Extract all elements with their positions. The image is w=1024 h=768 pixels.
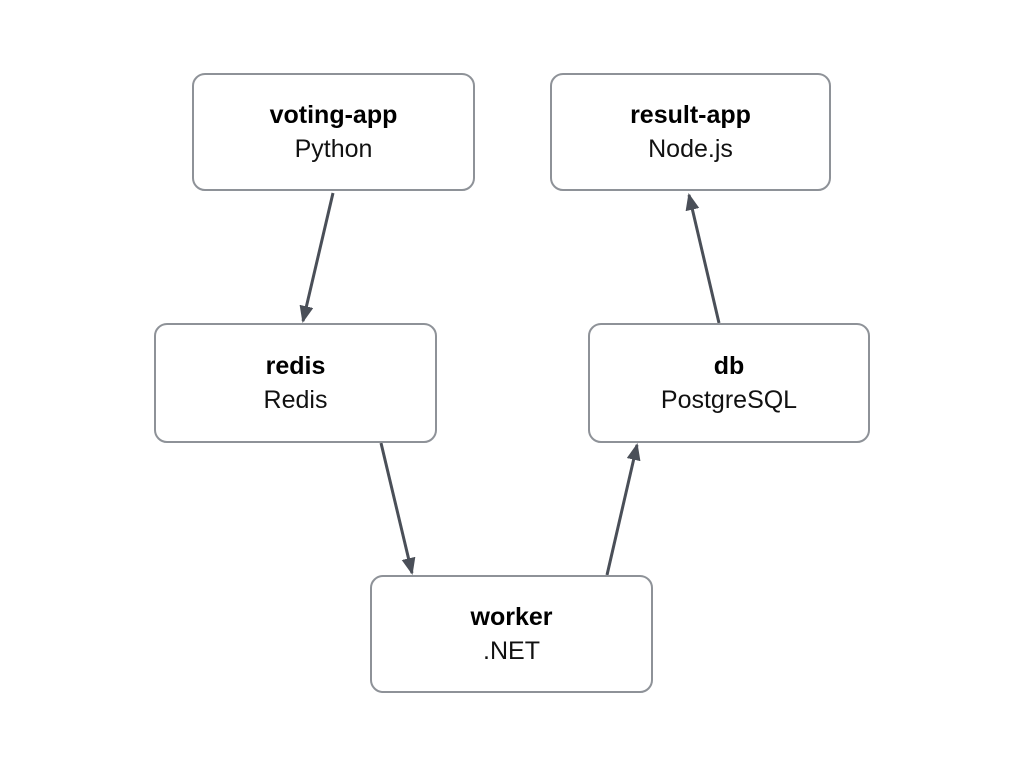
edge-voting-app-to-redis-arrow [299,192,335,323]
node-voting-app: voting-app Python [192,73,475,191]
node-db-subtitle: PostgreSQL [660,386,798,414]
node-result-app-title: result-app [630,101,751,129]
node-worker-title: worker [470,603,553,631]
edge-redis-to-worker-arrow [379,442,416,575]
node-worker-subtitle: .NET [483,637,540,665]
node-redis-title: redis [265,352,326,380]
edge-worker-to-db-arrow [605,443,641,576]
node-db-title: db [713,352,745,380]
node-worker: worker .NET [370,575,653,693]
node-redis-subtitle: Redis [263,386,328,414]
edge-db-to-result-app-arrow [685,193,721,324]
node-voting-app-title: voting-app [269,101,398,129]
node-voting-app-subtitle: Python [294,135,373,163]
node-result-app-subtitle: Node.js [648,135,733,163]
node-redis: redis Redis [154,323,437,443]
node-result-app: result-app Node.js [550,73,831,191]
node-db: db PostgreSQL [588,323,870,443]
